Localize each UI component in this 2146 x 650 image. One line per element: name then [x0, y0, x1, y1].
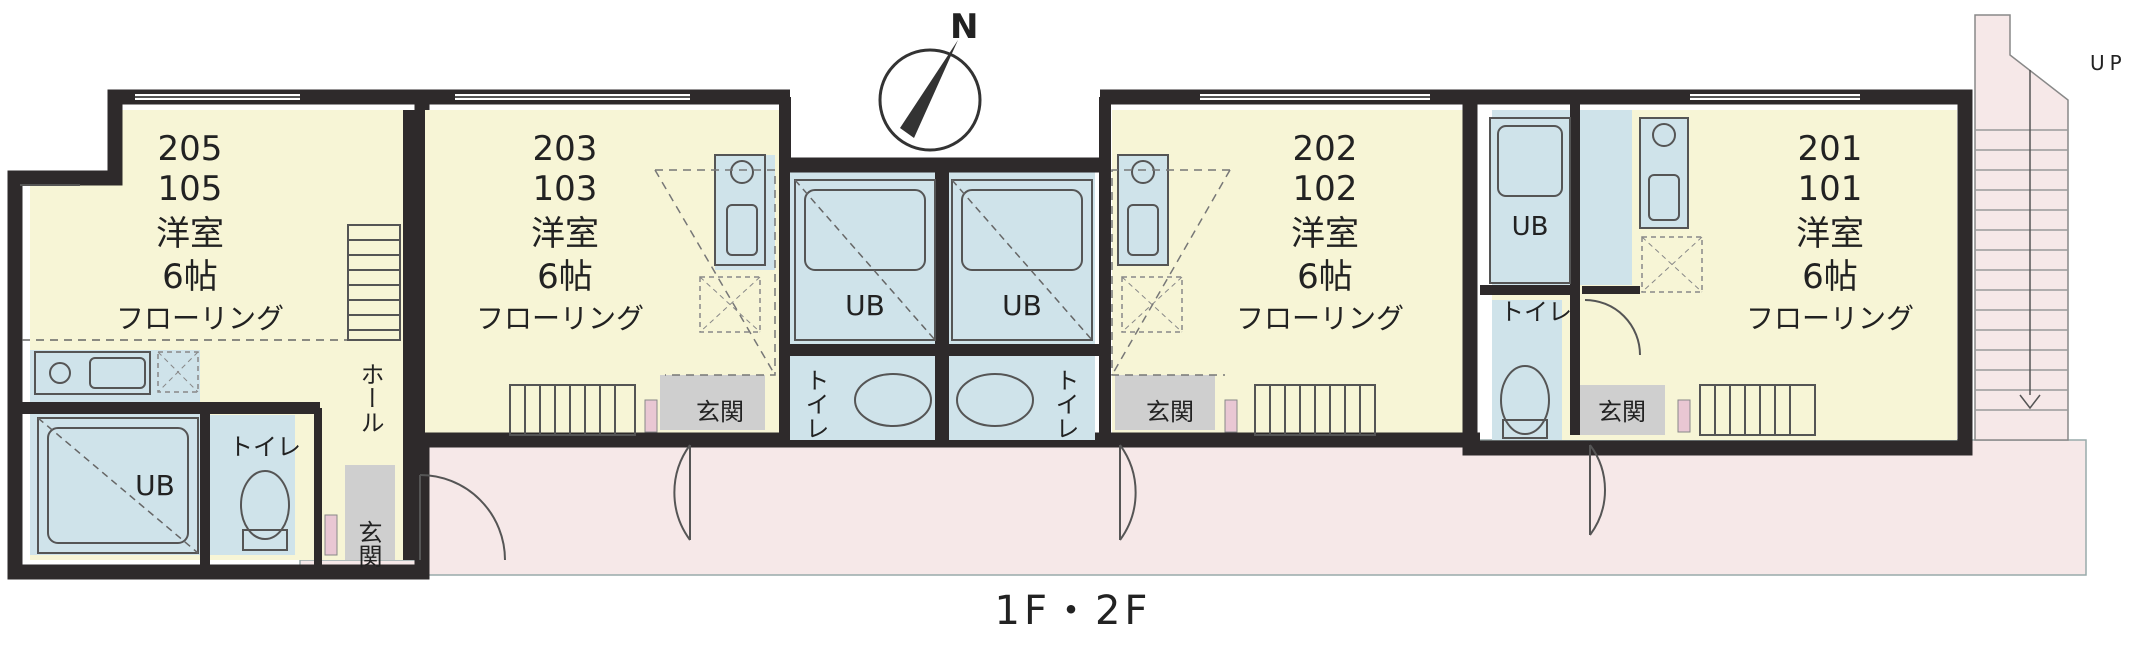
entrance-label: 玄関 [696, 398, 744, 426]
center-wet-block: UB UB トイレ トイレ [790, 157, 1105, 440]
entrance-label: 玄関 [1146, 398, 1194, 426]
toilet-label: トイレ [1500, 298, 1572, 326]
unit-203-103: 203 103 洋室 6帖 フローリング 玄関 [425, 89, 1100, 541]
unit-202-102: 202 102 洋室 6帖 フローリング 玄関 [1099, 89, 1480, 541]
north-arrow-icon: N [878, 7, 982, 152]
unit-upper-number: 203 [533, 129, 598, 169]
north-label: N [950, 7, 978, 47]
room-size: 6帖 [1802, 257, 1858, 297]
room-size: 6帖 [162, 257, 218, 297]
stair-up-label: UP [2090, 51, 2127, 75]
unit-upper-number: 201 [1798, 129, 1863, 169]
flooring-label: フローリング [116, 302, 284, 335]
flooring-label: フローリング [476, 302, 644, 335]
ub-label: UB [1512, 212, 1549, 242]
room-type: 洋室 [531, 214, 599, 254]
room-type: 洋室 [1291, 214, 1359, 254]
unit-upper-number: 202 [1293, 129, 1358, 169]
unit-upper-number: 205 [158, 129, 223, 169]
entrance-label: 玄関 [1598, 398, 1646, 426]
toilet-label: トイレ [801, 368, 829, 440]
floor-label: 1F・2F [994, 588, 1152, 634]
ub-label: UB [845, 289, 885, 322]
unit-lower-number: 103 [533, 169, 598, 209]
unit-205-105: 205 105 洋室 6帖 フローリング UB トイレ 玄関 ホール [7, 89, 506, 580]
unit-lower-number: 105 [158, 169, 223, 209]
room-size: 6帖 [1297, 257, 1353, 297]
hall-label: ホール [356, 362, 384, 434]
toilet-label: トイレ [1051, 368, 1079, 440]
exterior-stair [1974, 14, 2069, 441]
unit-201-101: 201 101 洋室 6帖 フローリング UB トイレ 玄関 [1462, 89, 1973, 536]
toilet-label: トイレ [229, 433, 301, 461]
ub-label: UB [1002, 289, 1042, 322]
room-type: 洋室 [1796, 214, 1864, 254]
unit-lower-number: 101 [1798, 169, 1863, 209]
room-size: 6帖 [537, 257, 593, 297]
ub-label: UB [135, 469, 175, 502]
room-type: 洋室 [156, 214, 224, 254]
entrance-label: 玄関 [354, 520, 382, 568]
flooring-label: フローリング [1746, 302, 1914, 335]
flooring-label: フローリング [1236, 302, 1404, 335]
corridor [299, 439, 2087, 576]
unit-lower-number: 102 [1293, 169, 1358, 209]
